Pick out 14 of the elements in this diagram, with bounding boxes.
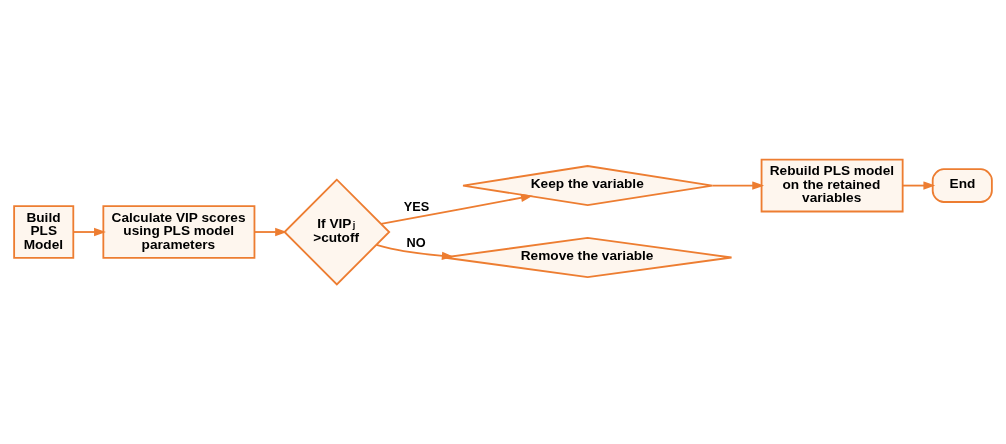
arrow [72, 227, 106, 237]
arrow [253, 227, 288, 237]
node-box: Calculate VIP scores using PLS model parameters [102, 205, 256, 259]
arrow [901, 181, 936, 190]
node-box: Build PLS Model [13, 205, 75, 259]
edge-label: YES [403, 199, 430, 215]
edge-label: NO [406, 234, 426, 250]
node-diamond: Keep the variable [462, 165, 714, 207]
arrow [711, 181, 765, 190]
node-box: End [931, 168, 993, 203]
node-box: Rebuild PLS model on the retained variables [760, 158, 904, 213]
arrow [375, 244, 454, 260]
node-diamond: If VIPj >cutoff [283, 178, 391, 286]
arrow [380, 193, 533, 225]
